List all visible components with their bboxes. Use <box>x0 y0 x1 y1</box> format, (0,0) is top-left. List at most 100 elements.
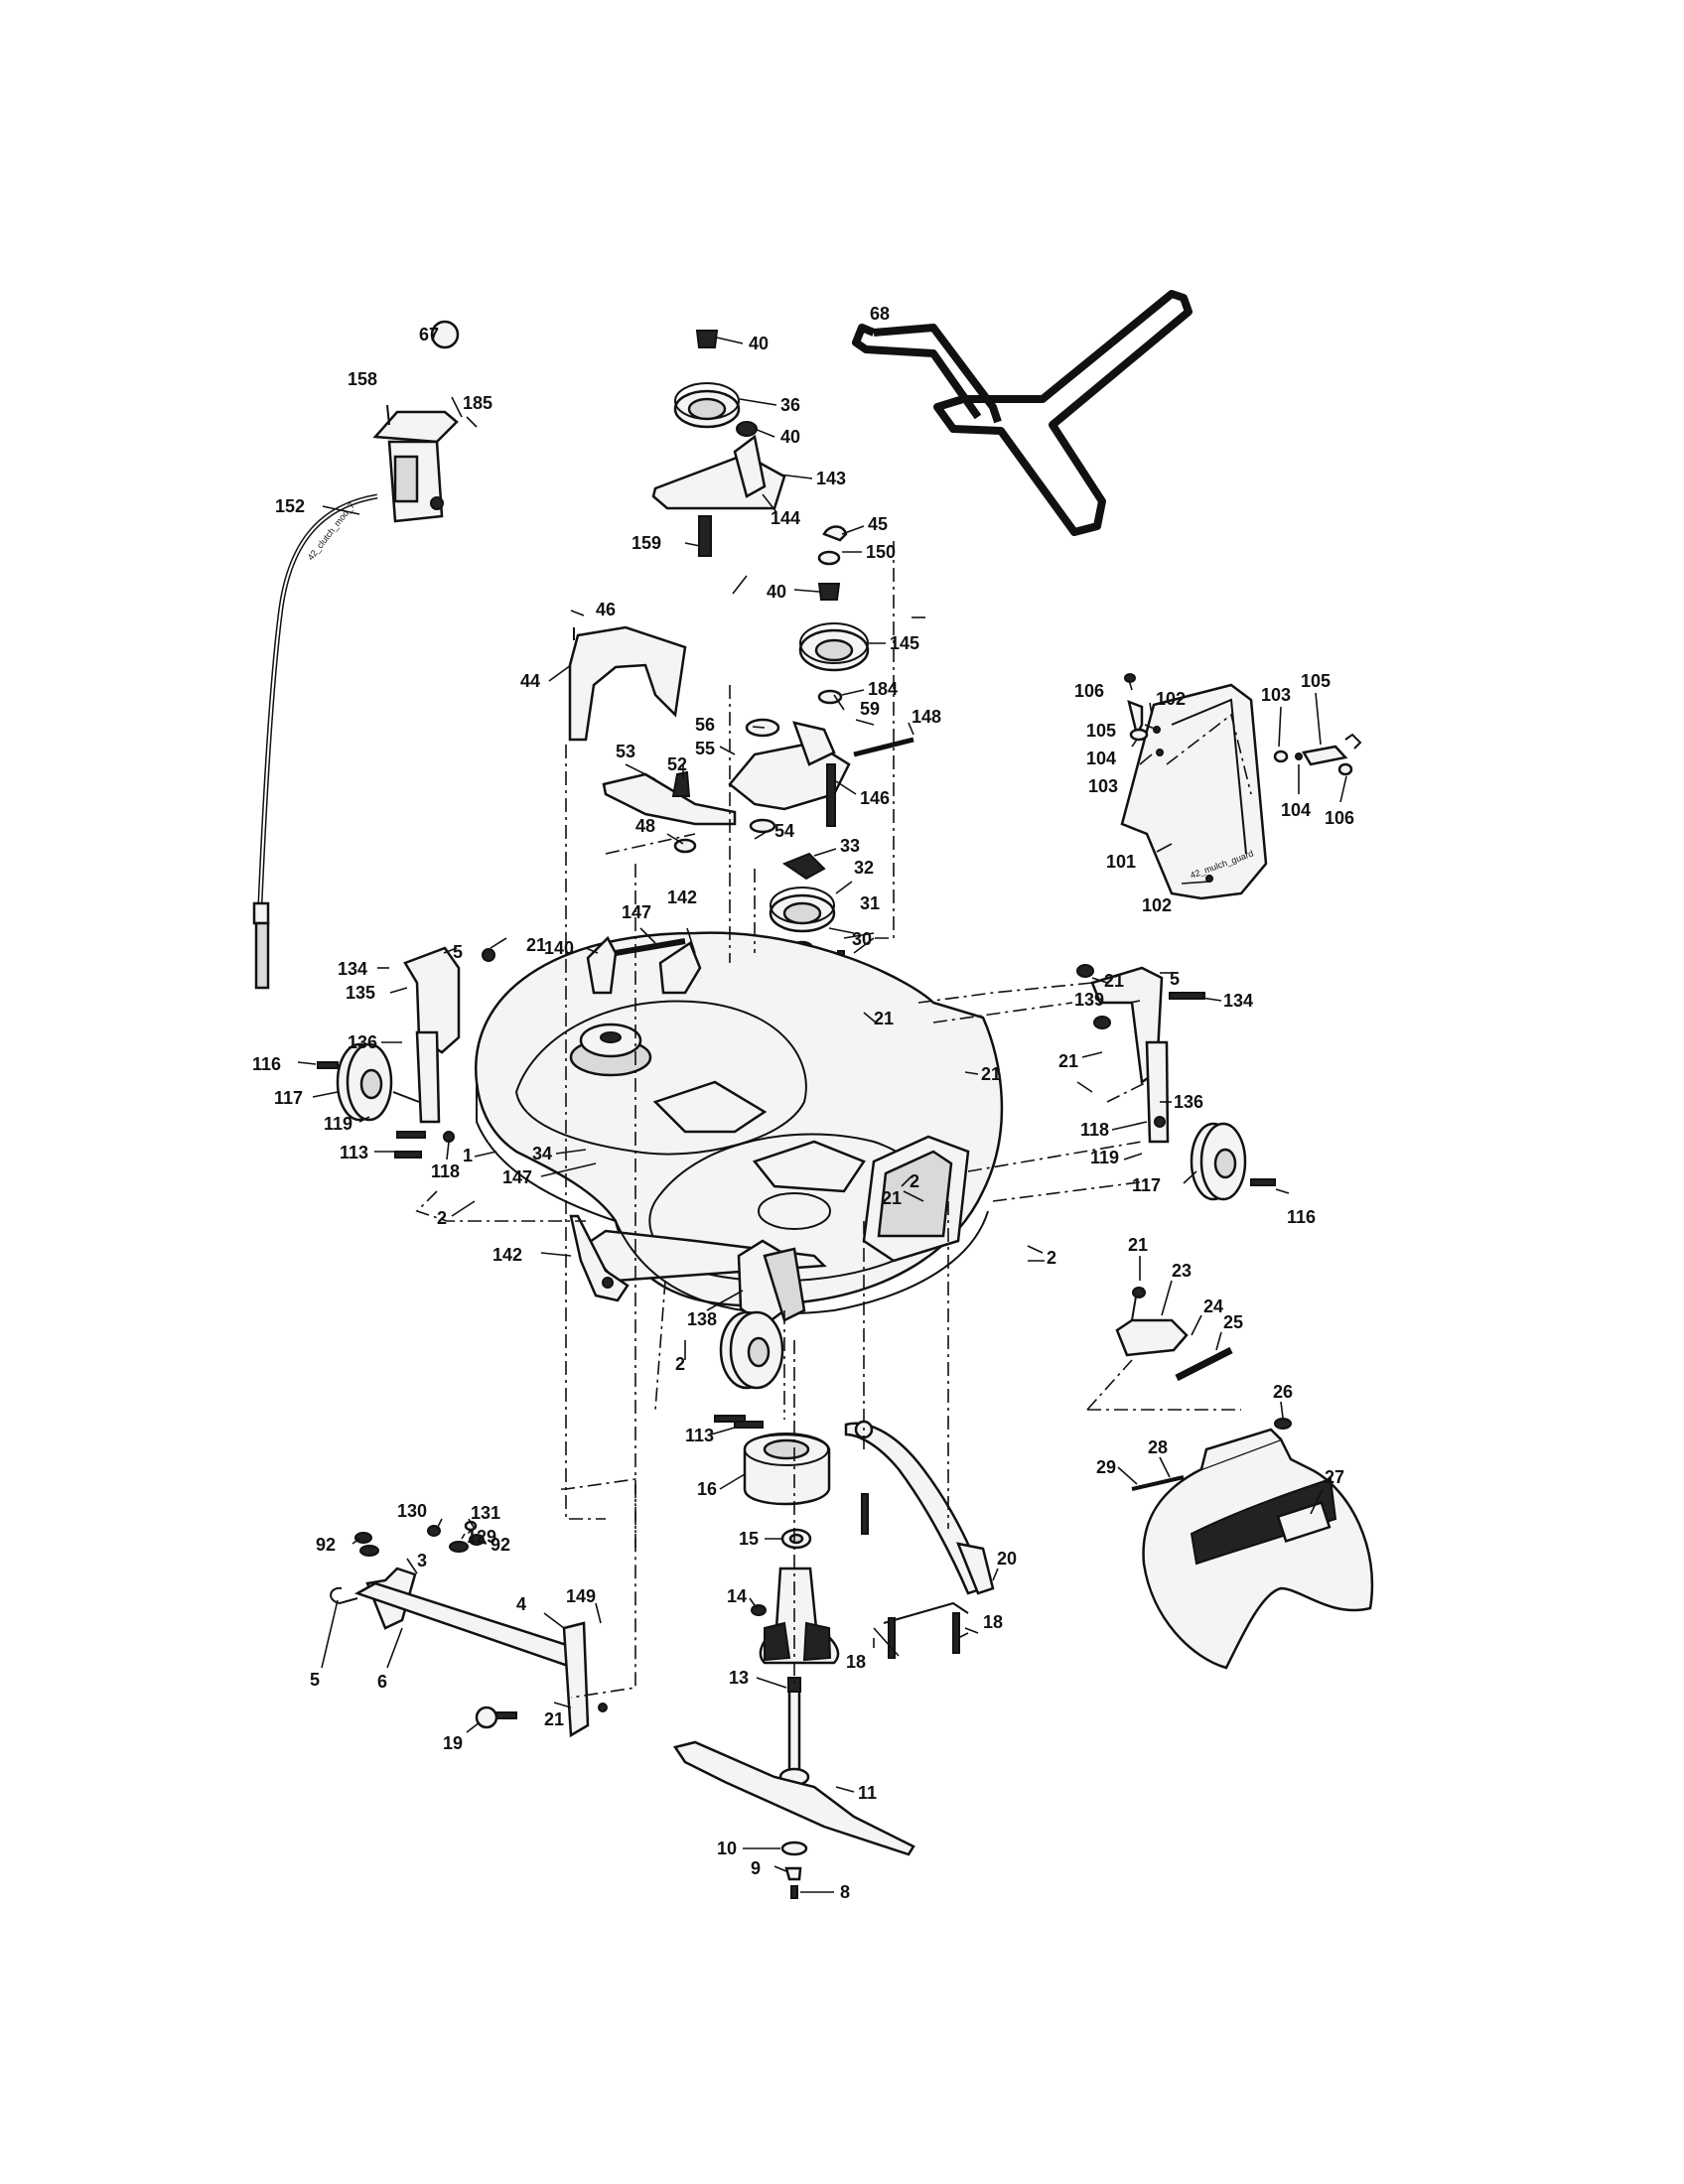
callout-14: 14 <box>727 1586 747 1606</box>
callout-44: 44 <box>520 671 540 691</box>
callout-103b: 103 <box>1261 685 1291 705</box>
callout-2a: 2 <box>437 1208 447 1228</box>
callout-143: 143 <box>816 469 846 488</box>
callout-105b: 105 <box>1301 671 1331 691</box>
callout-144: 144 <box>771 508 800 528</box>
callout-113b: 113 <box>685 1426 714 1445</box>
lower-bracket <box>569 1214 630 1302</box>
callout-54: 54 <box>774 821 794 841</box>
callout-116a: 116 <box>252 1054 281 1074</box>
callout-113a: 113 <box>340 1143 368 1162</box>
callout-33: 33 <box>840 836 860 856</box>
callout-21f: 21 <box>1058 1051 1078 1071</box>
callout-185: 185 <box>463 393 492 413</box>
callout-19: 19 <box>443 1733 463 1753</box>
callout-21e: 21 <box>1104 971 1124 991</box>
callout-118a: 118 <box>431 1161 460 1181</box>
callout-45: 45 <box>868 514 888 534</box>
deck-bracket-right <box>1076 964 1276 1201</box>
callout-119a: 119 <box>324 1114 352 1134</box>
callout-labels: 67 158 185 152 40 36 40 143 144 159 45 1… <box>252 304 1354 1902</box>
callout-40b: 40 <box>780 427 800 447</box>
callout-117b: 117 <box>1132 1175 1161 1195</box>
callout-139: 139 <box>1074 990 1104 1010</box>
callout-92b: 92 <box>491 1535 510 1555</box>
callout-23: 23 <box>1172 1261 1192 1281</box>
callout-138: 138 <box>687 1309 717 1329</box>
callout-8: 8 <box>840 1882 850 1902</box>
callout-13: 13 <box>729 1668 749 1688</box>
callout-6: 6 <box>377 1672 387 1692</box>
callout-15: 15 <box>739 1529 759 1549</box>
callout-147b: 147 <box>502 1167 532 1187</box>
belt-guard-left <box>568 625 687 742</box>
callout-92a: 92 <box>316 1535 336 1555</box>
callout-1: 1 <box>463 1146 473 1165</box>
callout-101: 101 <box>1106 852 1136 872</box>
callout-4: 4 <box>516 1594 526 1614</box>
callout-16: 16 <box>697 1479 717 1499</box>
callout-134a: 134 <box>338 959 367 979</box>
callout-29: 29 <box>1096 1457 1116 1477</box>
mower-deck <box>474 931 1004 1315</box>
callout-134b: 134 <box>1223 991 1253 1011</box>
callout-30: 30 <box>852 929 872 949</box>
callout-117a: 117 <box>274 1088 303 1108</box>
callout-21g: 21 <box>1128 1235 1148 1255</box>
gauge-wheel-left <box>317 1042 455 1159</box>
callout-104a: 104 <box>1086 749 1116 768</box>
callout-105a: 105 <box>1086 721 1116 741</box>
callout-116b: 116 <box>1287 1207 1316 1227</box>
lift-linkage <box>330 1520 608 1738</box>
callout-118b: 118 <box>1080 1120 1109 1140</box>
callout-24: 24 <box>1203 1297 1223 1316</box>
callout-131: 131 <box>471 1503 500 1523</box>
callout-56: 56 <box>695 715 715 735</box>
callout-48: 48 <box>635 816 655 836</box>
callout-140: 140 <box>544 938 574 958</box>
callout-68: 68 <box>870 304 890 324</box>
idler-pulley-stack <box>651 330 870 705</box>
drive-belt <box>852 290 1193 536</box>
callout-106a: 106 <box>1074 681 1104 701</box>
callout-102b: 102 <box>1142 895 1172 915</box>
callout-119b: 119 <box>1090 1148 1119 1167</box>
callout-18a: 18 <box>983 1612 1003 1632</box>
mulch-guard: 42_mulch_guard <box>1120 673 1362 900</box>
callout-52: 52 <box>667 754 687 774</box>
deck-bracket-left <box>403 935 702 1124</box>
callout-5b: 5 <box>1170 969 1180 989</box>
callout-136b: 136 <box>1174 1092 1203 1112</box>
callout-34: 34 <box>532 1144 552 1163</box>
callout-3: 3 <box>417 1551 427 1570</box>
callout-145: 145 <box>890 633 919 653</box>
callout-55: 55 <box>695 739 715 758</box>
callout-150: 150 <box>866 542 896 562</box>
callout-148: 148 <box>912 707 941 727</box>
callout-135: 135 <box>346 983 375 1003</box>
callout-31: 31 <box>860 893 880 913</box>
callout-136a: 136 <box>348 1032 377 1052</box>
callout-184: 184 <box>868 679 898 699</box>
callout-21b: 21 <box>874 1009 894 1028</box>
callout-103a: 103 <box>1088 776 1118 796</box>
callout-129: 129 <box>467 1527 496 1547</box>
callout-159: 159 <box>632 533 661 553</box>
callout-26: 26 <box>1273 1382 1293 1402</box>
callout-5a: 5 <box>453 942 463 962</box>
callout-27: 27 <box>1325 1467 1344 1487</box>
discharge-chute <box>1115 1287 1374 1670</box>
callout-147a: 147 <box>622 902 651 922</box>
callout-158: 158 <box>348 369 377 389</box>
rear-wheel-bracket <box>719 1239 806 1390</box>
callout-21a: 21 <box>526 935 546 955</box>
callout-32: 32 <box>854 858 874 878</box>
callout-149: 149 <box>566 1586 596 1606</box>
callout-9: 9 <box>751 1858 761 1878</box>
callout-2d: 2 <box>675 1354 685 1374</box>
callout-10: 10 <box>717 1839 737 1858</box>
callout-67: 67 <box>419 325 439 344</box>
callout-59: 59 <box>860 699 880 719</box>
callout-102a: 102 <box>1156 689 1186 709</box>
